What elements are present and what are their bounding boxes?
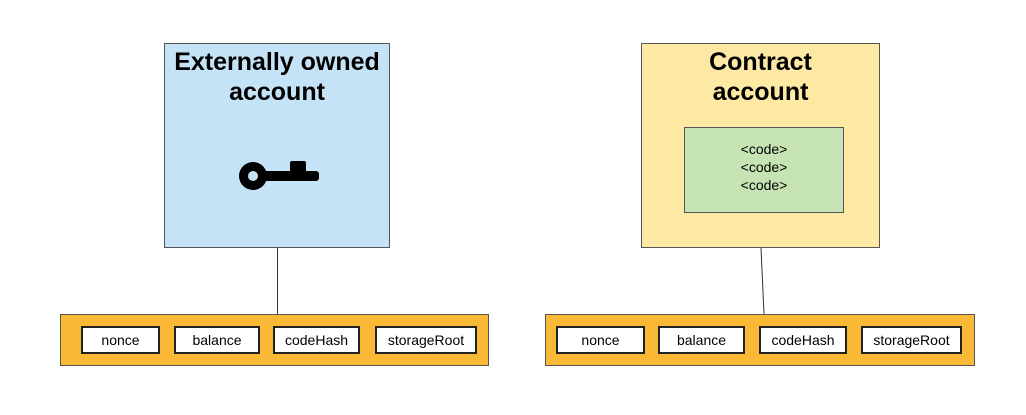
contract-field-storageroot: storageRoot	[861, 326, 962, 354]
eoa-field-codehash: codeHash	[273, 326, 360, 354]
key-icon	[239, 161, 319, 190]
contract-fields-bar: nonce balance codeHash storageRoot	[545, 314, 975, 366]
contract-field-balance: balance	[658, 326, 745, 354]
eoa-fields-bar: nonce balance codeHash storageRoot	[60, 314, 489, 366]
code-line: <code>	[740, 177, 788, 193]
eoa-field-nonce: nonce	[81, 326, 160, 354]
eoa-connector-line	[277, 248, 278, 314]
code-line: <code>	[740, 141, 788, 157]
contract-connector-line	[760, 248, 765, 315]
contract-field-nonce: nonce	[556, 326, 645, 354]
key-hole	[248, 171, 258, 181]
contract-field-codehash: codeHash	[759, 326, 847, 354]
contract-title: Contract account	[709, 48, 812, 106]
contract-account-box: Contract account <code> <code> <code>	[641, 43, 880, 248]
externally-owned-account-box: Externally owned account	[164, 43, 390, 248]
code-line: <code>	[740, 159, 788, 175]
eoa-field-balance: balance	[174, 326, 260, 354]
eoa-title: Externally owned account	[174, 48, 380, 106]
code-box: <code> <code> <code>	[684, 127, 844, 213]
eoa-field-storageroot: storageRoot	[375, 326, 477, 354]
